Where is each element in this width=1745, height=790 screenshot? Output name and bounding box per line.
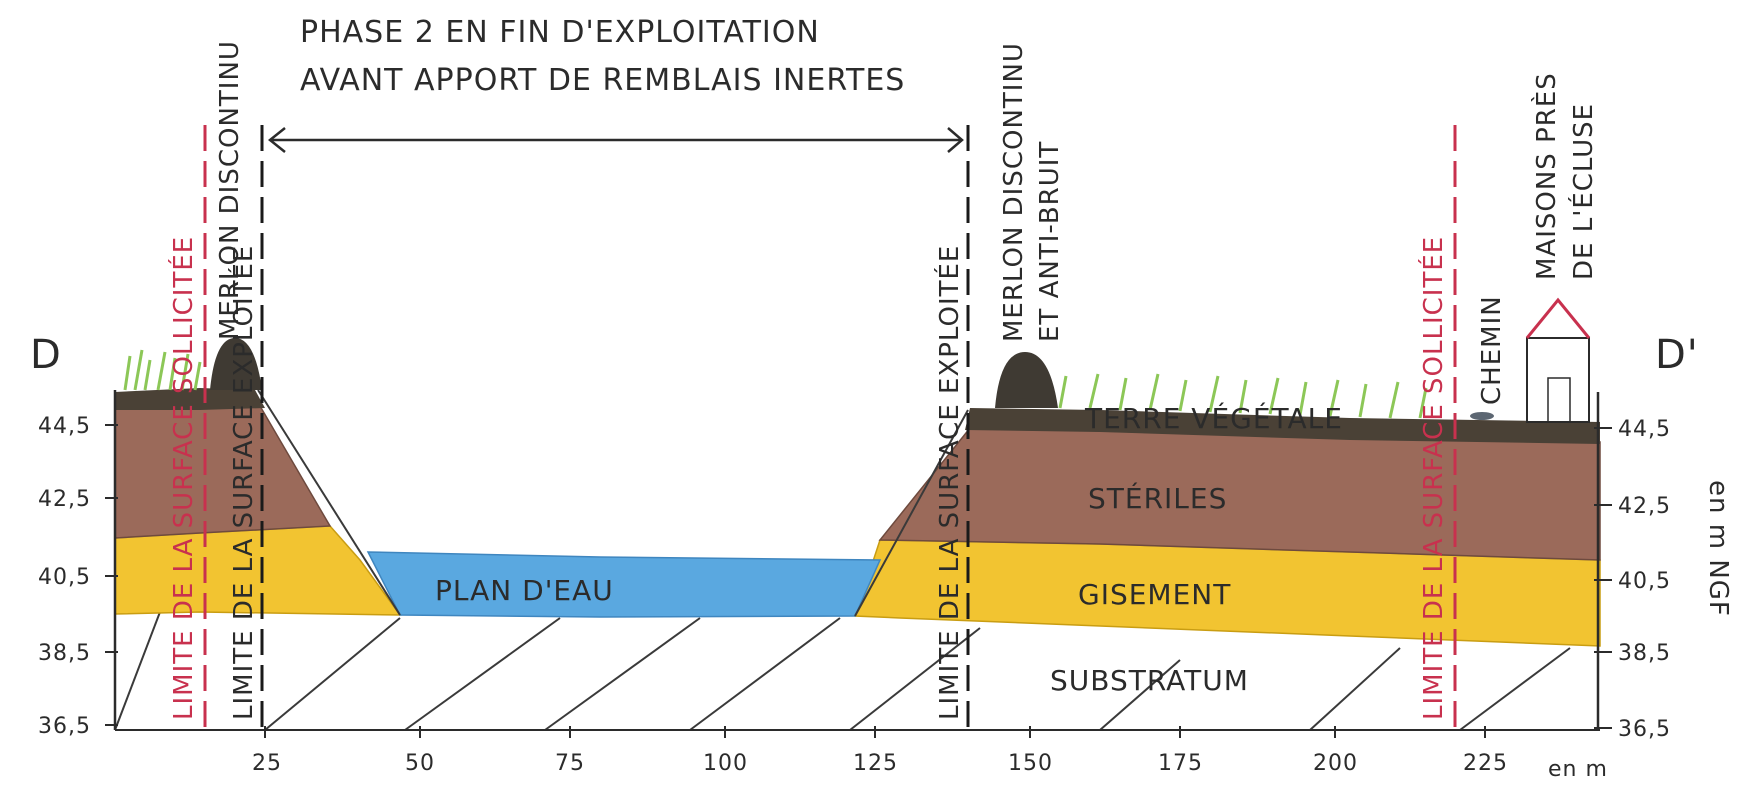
label-maisons-1: MAISONS PRÈS: [1530, 72, 1562, 280]
x-tick-6: 150: [1008, 751, 1053, 776]
label-merlon-right-2: ET ANTI-BRUIT: [1035, 141, 1065, 342]
terre-vegetale-left: [115, 388, 265, 410]
label-x-unit: en m: [1548, 757, 1608, 782]
y-tick-right-4: 38,5: [1618, 641, 1671, 666]
label-merlon-right-1: MERLON DISCONTINU: [999, 42, 1029, 342]
label-merlon-left: MERLON DISCONTINU: [215, 40, 245, 340]
x-tick-5: 125: [853, 751, 898, 776]
label-limite-sollicitee-right: LIMITE DE LA SURFACE SOLLICITÉE: [1417, 236, 1449, 720]
merlon-left: [210, 338, 262, 390]
x-tick-2: 50: [405, 751, 435, 776]
y-tick-left-4: 38,5: [38, 641, 91, 666]
x-tick-8: 200: [1313, 751, 1358, 776]
x-tick-1: 25: [252, 751, 282, 776]
label-limite-exploitee-left: LIMITE DE LA SURFACE EXPLOITÉE: [227, 245, 259, 720]
label-maisons-2: DE L'ÉCLUSE: [1567, 103, 1599, 280]
steriles-layer-right: [878, 427, 1601, 561]
label-plan-eau: PLAN D'EAU: [435, 574, 614, 607]
section-marker-right: D': [1655, 332, 1699, 378]
y-tick-right-5: 36,5: [1618, 717, 1671, 742]
label-limite-sollicitee-left: LIMITE DE LA SURFACE SOLLICITÉE: [167, 236, 199, 720]
y-tick-left-3: 40,5: [38, 565, 91, 590]
label-y-unit: en m NGF: [1703, 480, 1733, 617]
section-marker-left: D: [30, 332, 62, 378]
y-tick-right-2: 42,5: [1618, 494, 1671, 519]
x-tick-4: 100: [703, 751, 748, 776]
y-tick-labels-right: 44,5 42,5 40,5 38,5 36,5: [1618, 417, 1671, 742]
label-steriles: STÉRILES: [1088, 481, 1227, 515]
x-tick-labels: 25 50 75 100 125 150 175 200 225: [252, 751, 1508, 776]
merlon-right: [995, 352, 1058, 408]
label-substratum: SUBSTRATUM: [1050, 664, 1249, 697]
grass-left: [123, 349, 202, 391]
y-tick-labels-left: 44,5 42,5 40,5 38,5 36,5: [38, 414, 91, 739]
x-axis-ticks: [264, 726, 1486, 738]
y-tick-left-2: 42,5: [38, 487, 91, 512]
y-tick-left-5: 36,5: [38, 714, 91, 739]
label-gisement: GISEMENT: [1078, 578, 1231, 611]
title-line1: PHASE 2 EN FIN D'EXPLOITATION: [300, 15, 820, 50]
width-arrow-right-head: [947, 127, 964, 153]
terre-vegetale-right: [965, 408, 1600, 444]
x-tick-3: 75: [555, 751, 585, 776]
grass-right: [1058, 373, 1428, 419]
width-arrow-left-head: [267, 127, 286, 153]
y-tick-right-3: 40,5: [1618, 569, 1671, 594]
y-axis-left-ticks: [105, 424, 118, 726]
x-tick-7: 175: [1158, 751, 1203, 776]
substratum-hatching: [114, 611, 1571, 731]
x-tick-9: 225: [1463, 751, 1508, 776]
chemin-marker: [1470, 412, 1494, 420]
y-tick-right-1: 44,5: [1618, 417, 1671, 442]
slope-line-left: [257, 389, 401, 616]
steriles-layer-left: [114, 405, 332, 539]
slope-line-right: [854, 409, 969, 617]
label-terre-vegetale: TERRE VÉGÉTALE: [1084, 401, 1343, 435]
label-chemin: CHEMIN: [1477, 295, 1507, 405]
house-icon: [1525, 297, 1591, 423]
label-limite-exploitee-right: LIMITE DE LA SURFACE EXPLOITÉE: [933, 245, 965, 720]
title-line2: AVANT APPORT DE REMBLAIS INERTES: [300, 63, 905, 98]
y-axis-right-ticks: [1594, 427, 1612, 729]
y-tick-left-1: 44,5: [38, 414, 91, 439]
